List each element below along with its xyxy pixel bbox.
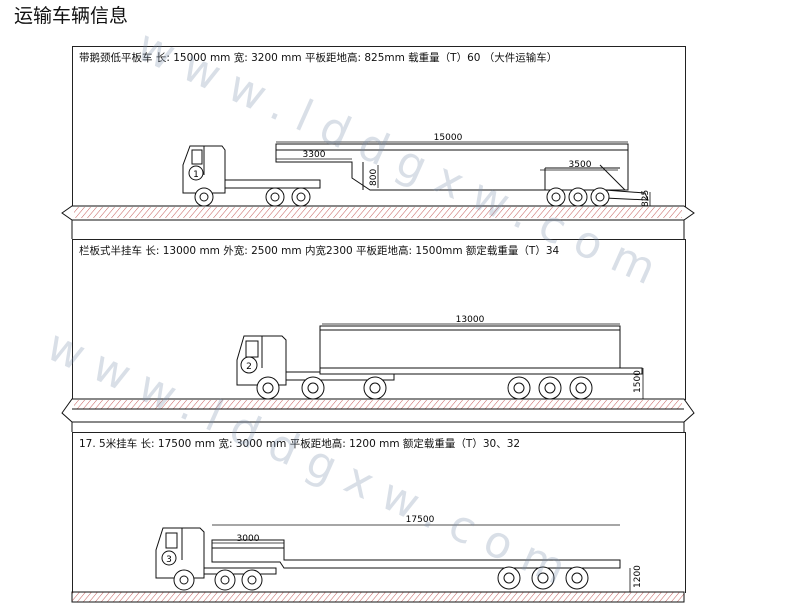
truck-3-dimensions <box>212 524 631 592</box>
page-title: 运输车辆信息 <box>14 5 129 27</box>
ground-strip-2 <box>61 398 695 432</box>
vehicle-spec-caption-3: 17. 5米挂车 长: 17500 mm 宽: 3000 mm 平板距地高: 1… <box>79 438 521 450</box>
truck-2-drawing <box>236 325 643 400</box>
ground-strip-3 <box>71 591 685 603</box>
truck-2-dimensions <box>322 323 644 399</box>
vehicle-spec-caption-1: 带鹅颈低平板车 长: 15000 mm 宽: 3200 mm 平板距地高: 82… <box>79 52 558 64</box>
vehicle-spec-caption-2: 栏板式半挂车 长: 13000 mm 外宽: 2500 mm 内宽2300 平板… <box>79 245 560 257</box>
truck-1-bed-height-label: 825 <box>641 190 651 207</box>
truck-3-length-label: 17500 <box>406 515 435 525</box>
truck-1-drawing <box>182 143 649 207</box>
truck-2-number: 2 <box>246 362 252 372</box>
ground-strip-1 <box>61 205 695 239</box>
truck-3-neck-label: 3000 <box>237 534 260 544</box>
truck-3-bed-height-label: 1200 <box>633 565 643 588</box>
truck-2-bed-height-label: 1500 <box>633 370 643 393</box>
truck-3-number: 3 <box>166 555 172 565</box>
truck-2-length-label: 13000 <box>456 315 485 325</box>
truck-1-tail-label: 3500 <box>569 160 592 170</box>
truck-1-length-label: 15000 <box>434 133 463 143</box>
truck-1-neck-label: 3300 <box>303 150 326 160</box>
truck-1-neck-height-label: 800 <box>369 169 379 186</box>
truck-1-dimensions <box>276 141 651 206</box>
truck-3-drawing <box>155 527 621 591</box>
truck-1-number: 1 <box>193 170 199 180</box>
